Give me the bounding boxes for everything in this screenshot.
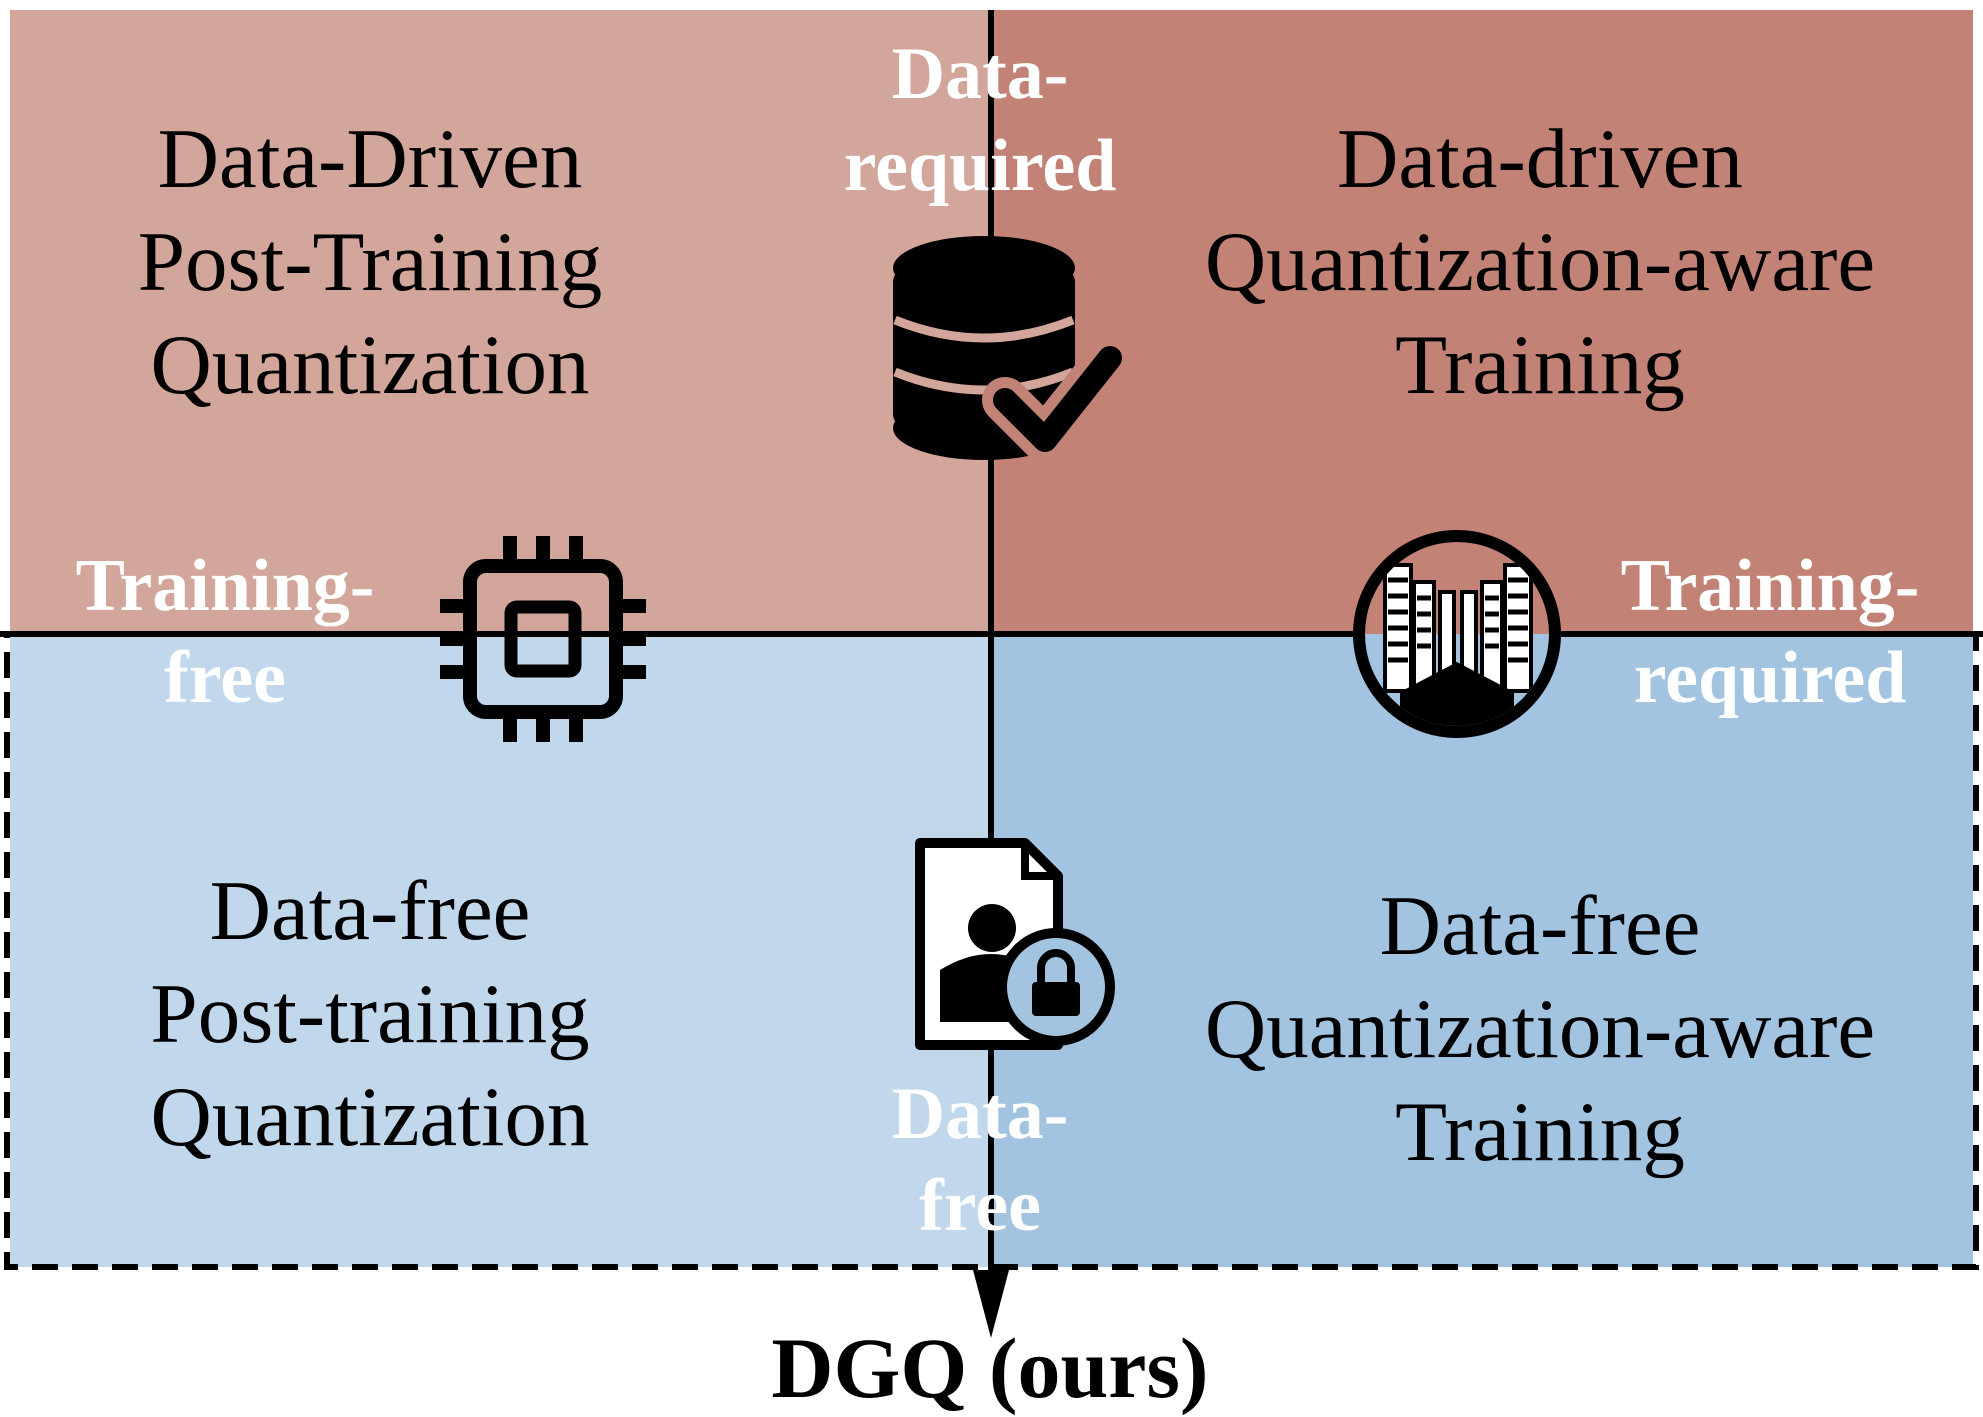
- quadrant-data-free-ptq: [10, 634, 991, 1267]
- quadrant-label-data-driven-ptq: Data-Driven Post-Training Quantization: [137, 112, 603, 412]
- cpu-chip-icon: [440, 536, 646, 742]
- quadrant-data-driven-qat: [991, 10, 1973, 634]
- private-document-lock-icon: [915, 838, 1115, 1050]
- quadrant-label-data-driven-qat: Data-driven Quantization-aware Training: [1204, 112, 1876, 412]
- quadrant-label-data-free-qat: Data-free Quantization-aware Training: [1204, 879, 1876, 1179]
- quadrant-data-driven-ptq: [10, 10, 991, 634]
- axis-label-data-free: Data- free: [891, 1073, 1069, 1247]
- quadrant-data-free-qat: [991, 634, 1973, 1267]
- axis-label-training-free: Training- free: [75, 545, 375, 719]
- result-label-dgq: DGQ (ours): [771, 1320, 1209, 1416]
- database-check-icon: [893, 236, 1133, 463]
- server-cluster-icon: [1353, 530, 1561, 738]
- axis-label-data-required: Data- required: [843, 33, 1117, 207]
- axis-label-training-required: Training- required: [1620, 545, 1920, 719]
- down-arrow-icon: [973, 1270, 1009, 1338]
- quadrant-label-data-free-ptq: Data-free Post-training Quantization: [150, 864, 590, 1164]
